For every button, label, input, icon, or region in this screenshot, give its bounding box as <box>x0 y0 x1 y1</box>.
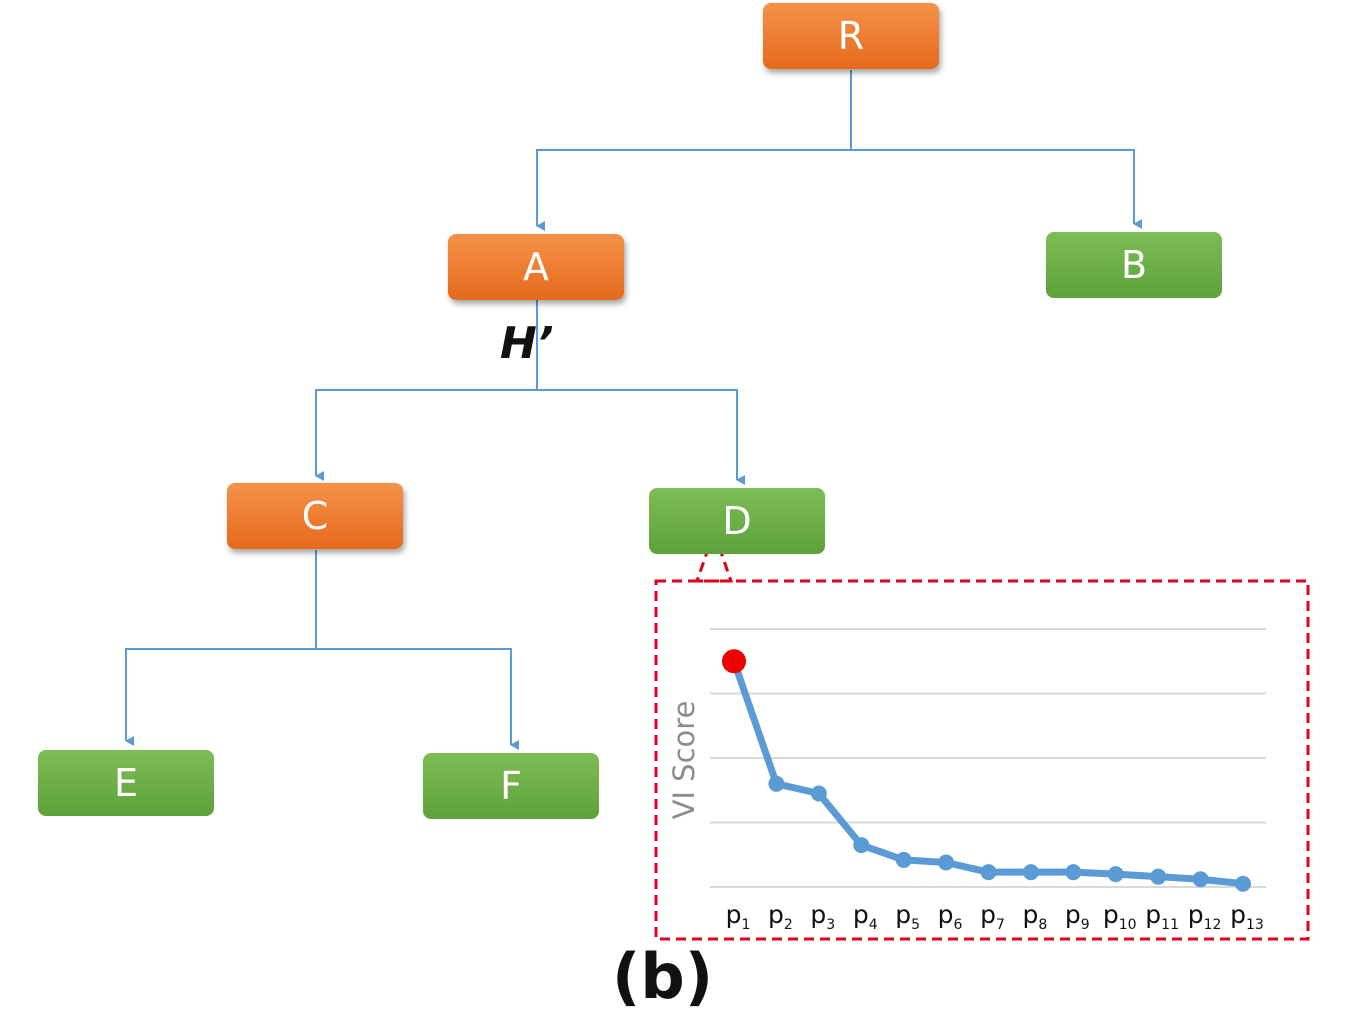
data-point <box>1192 871 1209 888</box>
figure-caption: (b) <box>612 940 714 1013</box>
x-tick-subscript: 2 <box>783 917 793 933</box>
x-tick-subscript: 11 <box>1161 917 1180 933</box>
node-C[interactable]: C <box>227 483 403 549</box>
chart-highlight-box <box>654 579 1310 941</box>
x-tick-base: p <box>1230 900 1247 929</box>
node-F[interactable]: F <box>423 753 599 819</box>
y-axis-label: VI Score <box>667 701 701 820</box>
x-tick-base: p <box>895 900 912 929</box>
x-tick-base: p <box>1102 900 1119 929</box>
series-line <box>730 660 1244 888</box>
x-tick-subscript: 5 <box>911 917 921 933</box>
node-D-label: D <box>722 499 752 543</box>
x-tick-label: p9 <box>1065 900 1090 933</box>
data-point <box>1235 875 1251 892</box>
x-tick-label: p3 <box>810 900 835 933</box>
x-tick-subscript: 13 <box>1246 917 1264 933</box>
x-tick-label: p11 <box>1145 900 1179 933</box>
data-point <box>1065 864 1082 881</box>
x-tick-subscript: 7 <box>995 917 1005 933</box>
x-tick-subscript: 4 <box>868 917 878 933</box>
x-tick-base: p <box>1064 900 1081 929</box>
x-tick-base: p <box>768 900 784 929</box>
data-point <box>895 851 912 868</box>
node-R-label: R <box>837 14 865 58</box>
x-tick-subscript: 8 <box>1038 917 1048 933</box>
highlight-point <box>722 649 746 674</box>
edge-R-B <box>851 149 1142 229</box>
x-tick-label: p4 <box>853 900 878 933</box>
edge-C-F <box>316 648 519 750</box>
x-tick-base: p <box>980 900 996 929</box>
x-tick-base: p <box>810 900 827 929</box>
x-tick-base: p <box>852 900 869 929</box>
x-tick-label: p5 <box>895 900 920 933</box>
edge-C-E <box>125 550 317 746</box>
x-tick-subscript: 3 <box>826 917 836 933</box>
node-R[interactable]: R <box>763 3 939 69</box>
x-tick-label: p10 <box>1103 900 1137 933</box>
x-tick-label: p6 <box>938 900 963 933</box>
data-point <box>810 785 827 802</box>
x-tick-label: p8 <box>1023 900 1048 933</box>
x-tick-subscript: 1 <box>741 917 751 933</box>
x-tick-subscript: 9 <box>1080 917 1090 933</box>
x-tick-base: p <box>1187 900 1204 929</box>
x-tick-label: p12 <box>1188 900 1222 933</box>
data-point <box>768 775 785 792</box>
node-B[interactable]: B <box>1046 232 1222 298</box>
edge-label-h-prime: H’ <box>500 318 554 369</box>
node-A[interactable]: A <box>448 234 624 300</box>
data-point <box>1150 868 1167 885</box>
data-point <box>1107 866 1124 883</box>
x-tick-base: p <box>1022 900 1039 929</box>
x-tick-base: p <box>937 900 954 929</box>
node-D[interactable]: D <box>649 488 825 554</box>
x-tick-base: p <box>725 900 742 929</box>
data-point <box>938 854 955 871</box>
data-point <box>853 837 870 854</box>
x-tick-subscript: 10 <box>1118 917 1137 933</box>
x-tick-subscript: 6 <box>953 917 963 933</box>
edge-A-D <box>537 389 745 485</box>
x-tick-base: p <box>1145 900 1162 929</box>
node-A-label: A <box>523 245 549 289</box>
node-E-label: E <box>113 761 138 805</box>
node-B-label: B <box>1120 243 1148 287</box>
node-C-label: C <box>301 494 329 538</box>
x-tick-label: p7 <box>980 900 1005 933</box>
x-tick-label: p13 <box>1230 900 1264 933</box>
x-tick-label: p1 <box>726 900 751 933</box>
node-F-label: F <box>500 764 522 808</box>
edge-R-A <box>536 70 852 231</box>
x-tick-label: p2 <box>768 900 793 933</box>
x-tick-subscript: 12 <box>1203 917 1222 933</box>
vi-score-chart: VI Score <box>667 628 1266 892</box>
edge-A-C <box>315 300 538 481</box>
data-point <box>980 864 997 881</box>
node-E[interactable]: E <box>38 750 214 816</box>
data-point <box>1022 864 1039 881</box>
